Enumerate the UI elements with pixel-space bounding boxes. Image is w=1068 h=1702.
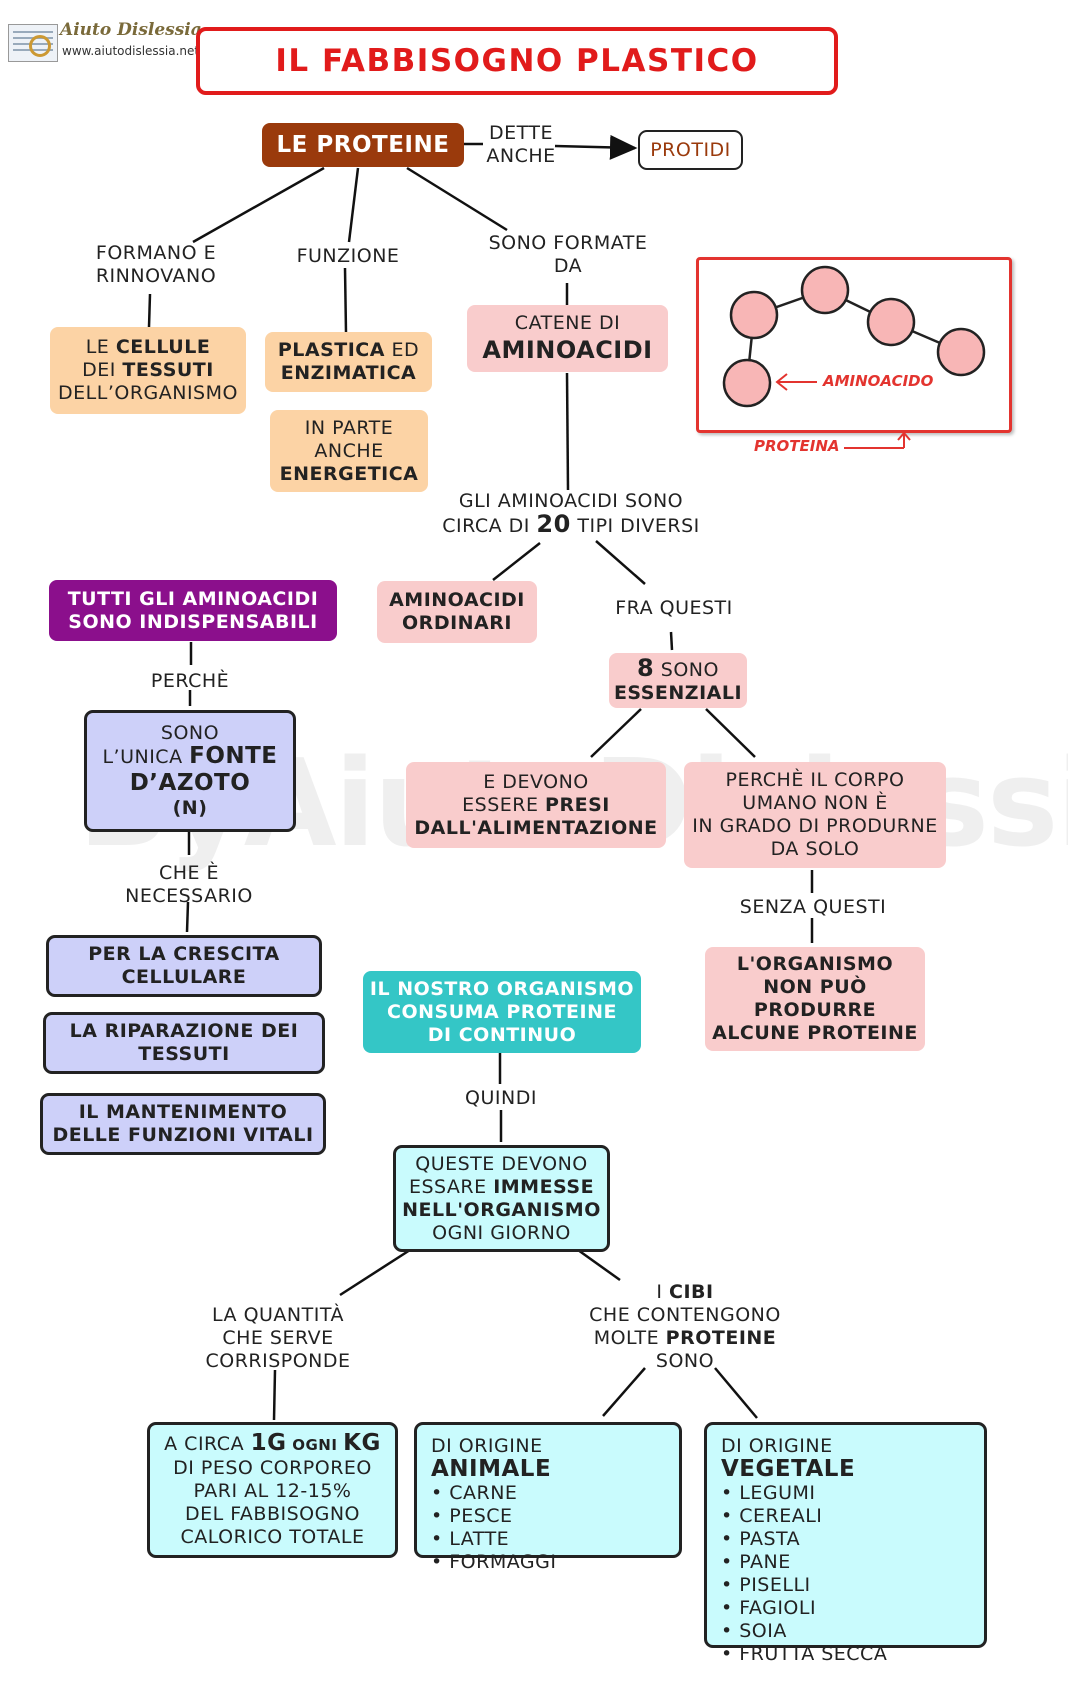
aminoacid-bead <box>936 327 986 377</box>
node-catene-aminoacidi: CATENE DI AMINOACIDI <box>467 305 668 372</box>
aminoacid-bead <box>722 358 772 408</box>
proteina-label: PROTEINA <box>754 437 840 455</box>
food-list-item: CEREALI <box>721 1505 822 1528</box>
node-circa-1g: A CIRCA 1G OGNI KG DI PESO CORPOREO PARI… <box>147 1422 398 1558</box>
food-list-item: PANE <box>721 1551 791 1574</box>
aminoacid-bead <box>866 297 916 347</box>
label-quindi: QUINDI <box>465 1087 537 1109</box>
logo-name: Aiuto Dislessia <box>60 20 202 40</box>
food-list-item: CARNE <box>431 1482 517 1505</box>
proteina-arrow-icon <box>844 431 911 449</box>
label-fra-questi: FRA QUESTI <box>615 597 733 619</box>
node-plastica-enzimatica: PLASTICA ED ENZIMATICA <box>265 332 432 392</box>
label-perche: PERCHÈ <box>150 670 230 692</box>
aminoacido-label: AMINOACIDO <box>823 372 934 390</box>
food-list-item: SOIA <box>721 1620 787 1643</box>
protein-illustration: AMINOACIDO <box>696 257 1012 433</box>
food-list-item: PESCE <box>431 1505 513 1528</box>
label-senza-questi: SENZA QUESTI <box>739 896 887 918</box>
food-list-item: LEGUMI <box>721 1482 815 1505</box>
site-logo[interactable]: Aiuto Dislessia www.aiutodislessia.net <box>8 18 202 62</box>
label-cibi: I CIBI CHE CONTENGONO MOLTE PROTEINE SON… <box>589 1281 781 1372</box>
node-le-proteine: LE PROTEINE <box>262 123 464 167</box>
node-otto-essenziali: 8 SONO ESSENZIALI <box>609 653 747 708</box>
food-list-item: PASTA <box>721 1528 800 1551</box>
node-immesse-organismo: QUESTE DEVONO ESSARE IMMESSE NELL'ORGANI… <box>393 1145 610 1252</box>
aminoacid-bead <box>800 265 850 315</box>
logo-url: www.aiutodislessia.net <box>62 44 200 58</box>
food-list-item: FAGIOLI <box>721 1597 816 1620</box>
page-title: IL FABBISOGNO PLASTICO <box>196 27 838 95</box>
food-list-item: PISELLI <box>721 1574 811 1597</box>
food-list-item: LATTE <box>431 1528 509 1551</box>
label-venti-tipi: GLI AMINOACIDI SONO CIRCA DI 20 TIPI DIV… <box>442 490 700 538</box>
food-list-item: FORMAGGI <box>431 1551 556 1574</box>
node-cellule-tessuti: LE CELLULE DEI TESSUTI DELL’ORGANISMO <box>50 327 246 414</box>
aminoacid-bead <box>729 290 779 340</box>
node-origine-animale: DI ORIGINE ANIMALE CARNE PESCE LATTE FOR… <box>414 1422 682 1573</box>
food-list-item: FRUTTA SECCA <box>721 1643 887 1666</box>
node-fonte-azoto: SONO L’UNICA FONTE D’AZOTO (N) <box>84 710 296 832</box>
node-protidi: PROTIDI <box>638 130 743 170</box>
label-funzione: FUNZIONE <box>296 245 400 267</box>
book-icon <box>8 24 58 62</box>
node-presi-alimentazione: E DEVONO ESSERE PRESI DALL'ALIMENTAZIONE <box>406 762 666 848</box>
node-origine-vegetale: DI ORIGINE VEGETALE LEGUMI CEREALI PASTA… <box>704 1422 987 1665</box>
